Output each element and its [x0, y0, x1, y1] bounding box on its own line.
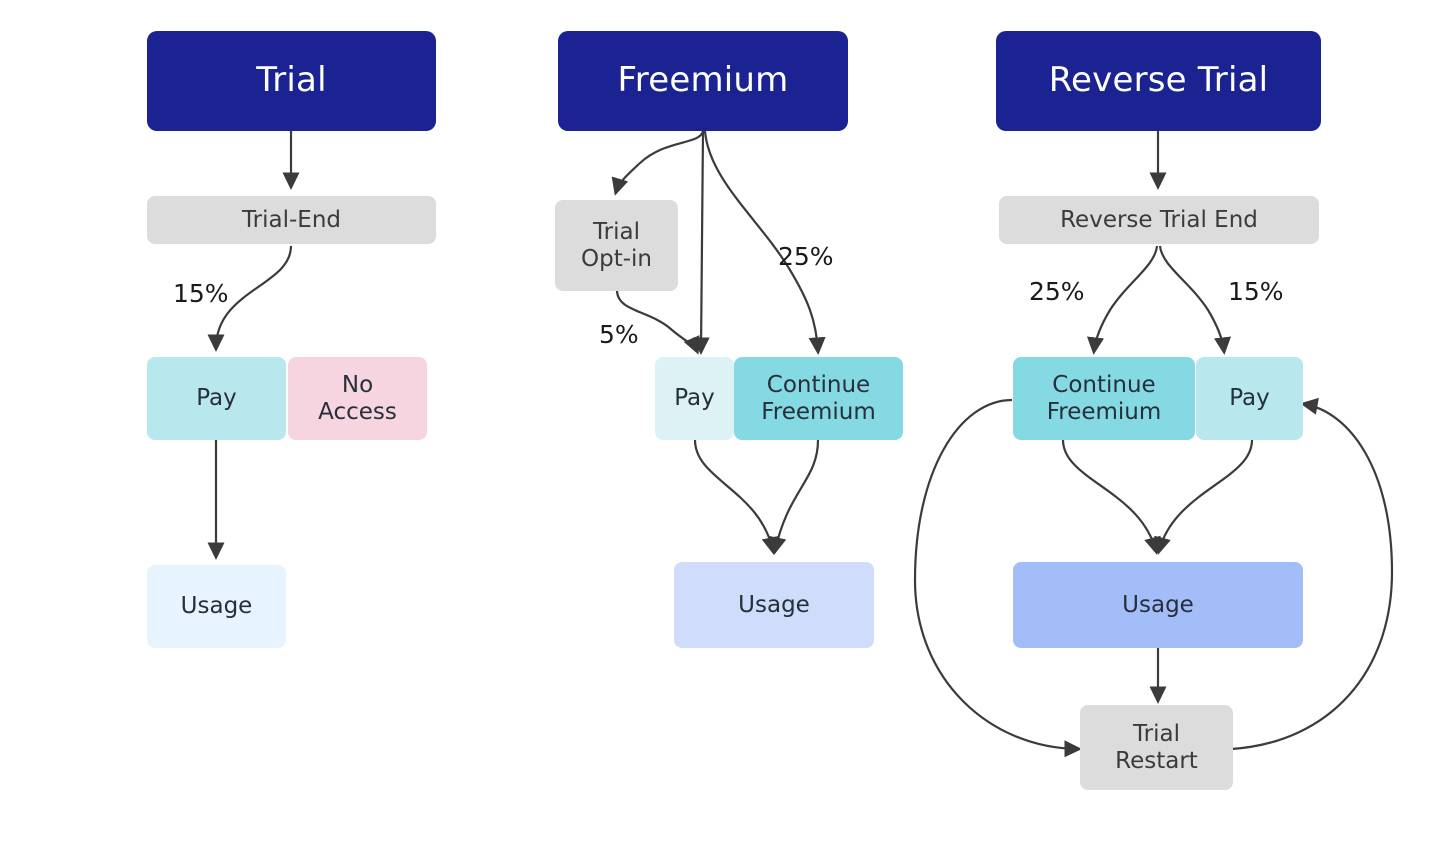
node-freemium-pay[interactable]: Pay — [655, 357, 734, 440]
edge-rtpay-to-usage — [1154, 439, 1254, 555]
node-freemium-header[interactable]: Freemium — [558, 31, 848, 131]
edge-label-freemium-25: 25% — [778, 242, 834, 271]
edge-continue-to-usage — [769, 439, 820, 555]
edge-freemium-to-trialoptin — [611, 130, 705, 196]
edge-rtend-to-continue — [1086, 245, 1159, 355]
node-reverse-trial-end[interactable]: Reverse Trial End — [999, 196, 1319, 244]
edge-freemium-to-continue — [703, 130, 826, 355]
node-trial-no-access[interactable]: No Access — [288, 357, 427, 440]
node-rt-usage[interactable]: Usage — [1013, 562, 1303, 648]
node-trial-pay[interactable]: Pay — [147, 357, 286, 440]
node-rt-continue[interactable]: Continue Freemium — [1013, 357, 1195, 440]
edge-label-trial-15: 15% — [173, 279, 229, 308]
edge-rtcontinue-to-usage — [1061, 439, 1161, 555]
edge-freemium-to-pay — [692, 130, 710, 355]
node-rt-pay[interactable]: Pay — [1196, 357, 1303, 440]
node-rt-trial-restart[interactable]: Trial Restart — [1080, 705, 1233, 790]
edge-label-rt-15: 15% — [1228, 277, 1284, 306]
node-trial-end[interactable]: Trial-End — [147, 196, 436, 244]
edge-rtend-to-pay — [1158, 245, 1232, 355]
node-freemium-continue[interactable]: Continue Freemium — [734, 357, 903, 440]
node-trial-usage[interactable]: Usage — [147, 565, 286, 648]
edge-freemiumpay-to-usage — [693, 439, 779, 555]
node-reverse-trial-header[interactable]: Reverse Trial — [996, 31, 1321, 131]
node-freemium-usage[interactable]: Usage — [674, 562, 874, 648]
node-trial-header[interactable]: Trial — [147, 31, 436, 131]
node-freemium-trial-optin[interactable]: Trial Opt-in — [555, 200, 678, 291]
edge-label-rt-25: 25% — [1029, 277, 1085, 306]
edge-label-freemium-5: 5% — [599, 320, 639, 349]
